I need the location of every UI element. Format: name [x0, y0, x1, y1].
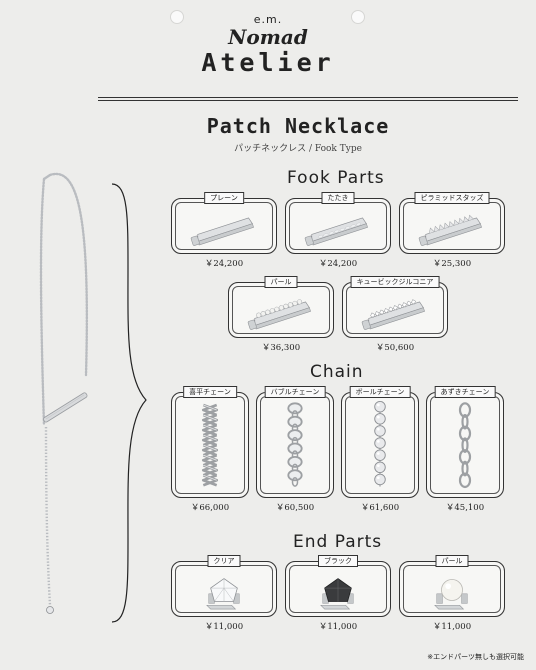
- chain-card: 喜平チェーン: [171, 386, 249, 498]
- bar-plain-icon: [171, 206, 277, 248]
- fook-part-card: キュービックジルコニア: [342, 276, 448, 338]
- fook-part-label: キュービックジルコニア: [350, 276, 440, 288]
- fook-part-price: ￥50,600: [375, 343, 415, 353]
- chain-card: バブルチェーン: [256, 386, 334, 498]
- bar-cz-icon: [342, 290, 448, 332]
- end-part-price: ￥11,000: [204, 622, 244, 632]
- fook-part-card: プレーン: [171, 192, 277, 254]
- header-rule-top: [98, 97, 518, 98]
- chain-price: ￥61,600: [360, 503, 400, 513]
- chain-price: ￥66,000: [190, 503, 230, 513]
- chain-card: ボールチェーン: [341, 386, 419, 498]
- bar-hammered-icon: [285, 206, 391, 248]
- azuki-chain-icon: [426, 400, 504, 492]
- chain-title: Chain: [310, 362, 364, 382]
- brace-divider: [111, 183, 147, 623]
- page-subtitle: パッチネックレス / Fook Type: [234, 144, 362, 154]
- fook-part-price: ￥25,300: [432, 259, 472, 269]
- pearl-end-icon: [399, 569, 505, 611]
- curb-chain-icon: [171, 400, 249, 492]
- chain-label: ボールチェーン: [349, 386, 411, 398]
- bar-pyramid-studs-icon: [399, 206, 505, 248]
- bubble-chain-icon: [256, 400, 334, 492]
- fook-parts-title: Fook Parts: [287, 168, 385, 188]
- chain-price: ￥60,500: [275, 503, 315, 513]
- fook-part-label: プレーン: [204, 192, 244, 204]
- end-part-card: ブラック: [285, 555, 391, 617]
- fook-part-card-frame: [342, 282, 448, 338]
- chain-label: バブルチェーン: [264, 386, 326, 398]
- end-part-label: クリア: [207, 555, 241, 567]
- ball-chain-icon: [341, 400, 419, 492]
- necklace-illustration: [39, 172, 89, 614]
- chain-card-frame: [426, 392, 504, 498]
- punch-hole-left: [170, 10, 184, 24]
- end-part-card: クリア: [171, 555, 277, 617]
- fook-part-label: ピラミッドスタッズ: [414, 192, 490, 204]
- black-stone-icon: [285, 569, 391, 611]
- chain-label: 喜平チェーン: [183, 386, 237, 398]
- bar-pearl-icon: [228, 290, 334, 332]
- chain-price: ￥45,100: [445, 503, 485, 513]
- chain-label: あずきチェーン: [434, 386, 496, 398]
- clear-stone-icon: [171, 569, 277, 611]
- brand-script: Nomad: [228, 25, 308, 49]
- chain-card-frame: [171, 392, 249, 498]
- end-part-label: パール: [435, 555, 469, 567]
- fook-part-card: パール: [228, 276, 334, 338]
- brand-name: Atelier: [201, 48, 335, 77]
- fook-part-label: たたき: [321, 192, 355, 204]
- fook-part-label: パール: [264, 276, 298, 288]
- end-part-card: パール: [399, 555, 505, 617]
- end-parts-title: End Parts: [293, 532, 383, 552]
- punch-hole-right: [351, 10, 365, 24]
- chain-card: あずきチェーン: [426, 386, 504, 498]
- fook-part-price: ￥24,200: [318, 259, 358, 269]
- header-rule-bottom: [98, 100, 518, 101]
- fook-part-card: ピラミッドスタッズ: [399, 192, 505, 254]
- fook-part-price: ￥36,300: [261, 343, 301, 353]
- brand-prefix: e.m.: [253, 13, 283, 26]
- fook-part-price: ￥24,200: [204, 259, 244, 269]
- end-part-price: ￥11,000: [432, 622, 472, 632]
- footnote: ※エンドパーツ無しも選択可能: [427, 653, 524, 661]
- page-title: Patch Necklace: [206, 114, 390, 138]
- end-part-price: ￥11,000: [318, 622, 358, 632]
- fook-part-card: たたき: [285, 192, 391, 254]
- end-part-label: ブラック: [318, 555, 358, 567]
